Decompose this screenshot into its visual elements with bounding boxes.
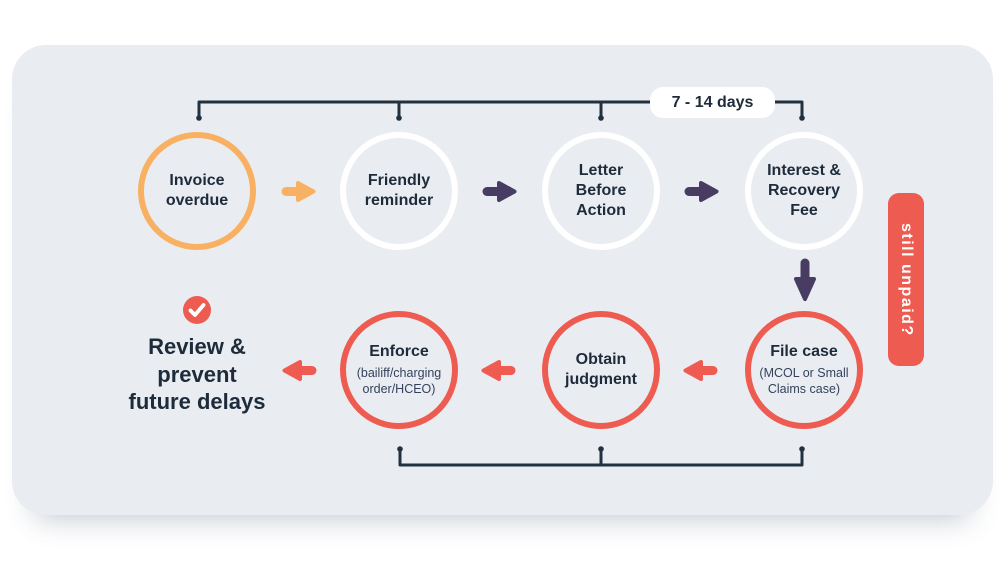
step-title: Invoice overdue — [165, 172, 229, 209]
top-duration-bracket — [196, 100, 805, 121]
arrow-reminder-to-letter — [482, 181, 517, 202]
step-subtitle: (bailiff/charging order/HCEO) — [356, 366, 442, 396]
step-letter-before-action: Letter Before Action — [542, 132, 660, 250]
arrow-interest-to-filecase — [794, 258, 816, 301]
arrow-judgment-to-enforce — [481, 360, 516, 381]
arrow-enforce-to-review — [282, 360, 317, 381]
step-title: Interest & Recovery Fee — [767, 162, 841, 219]
step-obtain-judgment: Obtain judgment — [542, 311, 660, 429]
outcome-review: Review & prevent future delays — [77, 296, 317, 416]
still-unpaid-label: still unpaid? — [898, 222, 915, 337]
check-icon — [183, 296, 211, 324]
step-title: Enforce — [369, 343, 429, 361]
step-friendly-reminder: Friendly reminder — [340, 132, 458, 250]
flowchart-card — [12, 45, 993, 515]
duration-badge-label: 7 - 14 days — [671, 93, 754, 111]
arrow-filecase-to-judgment — [683, 360, 718, 381]
still-unpaid-tab: still unpaid? — [888, 193, 924, 366]
step-invoice-overdue: Invoice overdue — [138, 132, 256, 250]
step-enforce: Enforce (bailiff/charging order/HCEO) — [340, 311, 458, 429]
outcome-label: Review & prevent future delays — [128, 334, 266, 414]
step-title: Letter Before Action — [575, 162, 627, 219]
arrow-invoice-to-reminder — [281, 181, 316, 202]
step-title: File case — [770, 343, 838, 361]
duration-badge: 7 - 14 days — [650, 87, 775, 118]
bottom-bracket — [397, 446, 805, 467]
step-title: Friendly reminder — [364, 172, 434, 209]
step-title: Obtain judgment — [565, 351, 637, 388]
arrow-letter-to-interest — [684, 181, 719, 202]
step-subtitle: (MCOL or Small Claims case) — [759, 366, 849, 396]
step-interest-recovery-fee: Interest & Recovery Fee — [745, 132, 863, 250]
step-file-case: File case (MCOL or Small Claims case) — [745, 311, 863, 429]
